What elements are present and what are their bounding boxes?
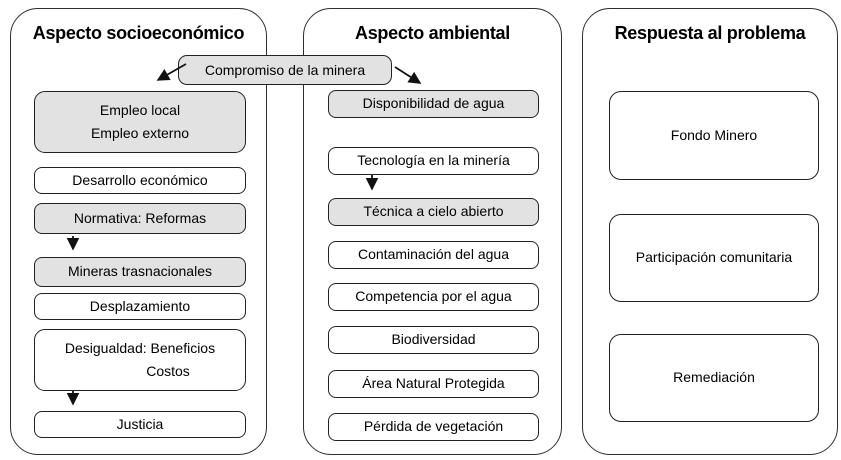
box-fondo-minero: Fondo Minero [609,91,819,180]
box-label: Fondo Minero [670,126,758,143]
compromiso-label: Compromiso de la minera [204,62,366,78]
box-remediacion: Remediación [609,334,819,422]
box-competencia-agua: Competencia por el agua [328,283,539,311]
box-label: Área Natural Protegida [362,375,505,392]
box-label: Competencia por el agua [355,288,512,305]
box-label: Técnica a cielo abierto [363,203,504,220]
panel-respuesta: Respuesta al problema Fondo Minero Parti… [582,8,838,455]
box-label: Tecnología en la minería [357,152,510,169]
box-empleo: Empleo local Empleo externo [34,91,246,153]
box-label: Desigualdad: Beneficios [64,340,216,357]
box-label: Contaminación del agua [358,246,509,263]
box-tecnica-cielo-abierto: Técnica a cielo abierto [328,198,539,226]
box-justicia: Justicia [34,411,246,438]
box-label: Disponibilidad de agua [362,95,505,112]
box-label: Empleo local [99,102,181,119]
box-participacion-comunitaria: Participación comunitaria [609,214,819,302]
box-label: Remediación [673,369,755,386]
panel-ambiental: Aspecto ambiental Disponibilidad de agua… [303,8,562,455]
box-mineras-trasnacionales: Mineras trasnacionales [34,257,246,287]
box-desigualdad: Desigualdad: Beneficios Costos [34,329,246,391]
box-tecnologia-mineria: Tecnología en la minería [328,147,539,175]
box-disponibilidad-agua: Disponibilidad de agua [328,90,539,118]
box-label: Participación comunitaria [635,249,793,266]
panel-title-socioeconomico: Aspecto socioeconómico [32,23,245,43]
compromiso-box: Compromiso de la minera [178,55,392,85]
panel-title-respuesta: Respuesta al problema [614,23,806,43]
panel-title-ambiental: Aspecto ambiental [355,23,510,43]
box-label: Normativa: Reformas [73,209,207,226]
box-label: Desarrollo económico [72,171,208,188]
box-label: Justicia [116,415,164,432]
box-desplazamiento: Desplazamiento [34,293,246,320]
box-label: Desplazamiento [89,297,191,314]
box-label: Mineras trasnacionales [68,263,212,280]
box-perdida-vegetacion: Pérdida de vegetación [328,413,539,441]
box-area-natural-protegida: Área Natural Protegida [328,370,539,398]
box-normativa-reformas: Normativa: Reformas [34,203,246,234]
box-desarrollo-economico: Desarrollo económico [34,167,246,194]
box-label: Empleo externo [90,124,190,141]
box-biodiversidad: Biodiversidad [328,326,539,354]
box-label: Pérdida de vegetación [363,418,504,435]
box-contaminacion-agua: Contaminación del agua [328,241,539,269]
box-label: Biodiversidad [391,331,476,348]
box-label: Costos [146,362,190,379]
